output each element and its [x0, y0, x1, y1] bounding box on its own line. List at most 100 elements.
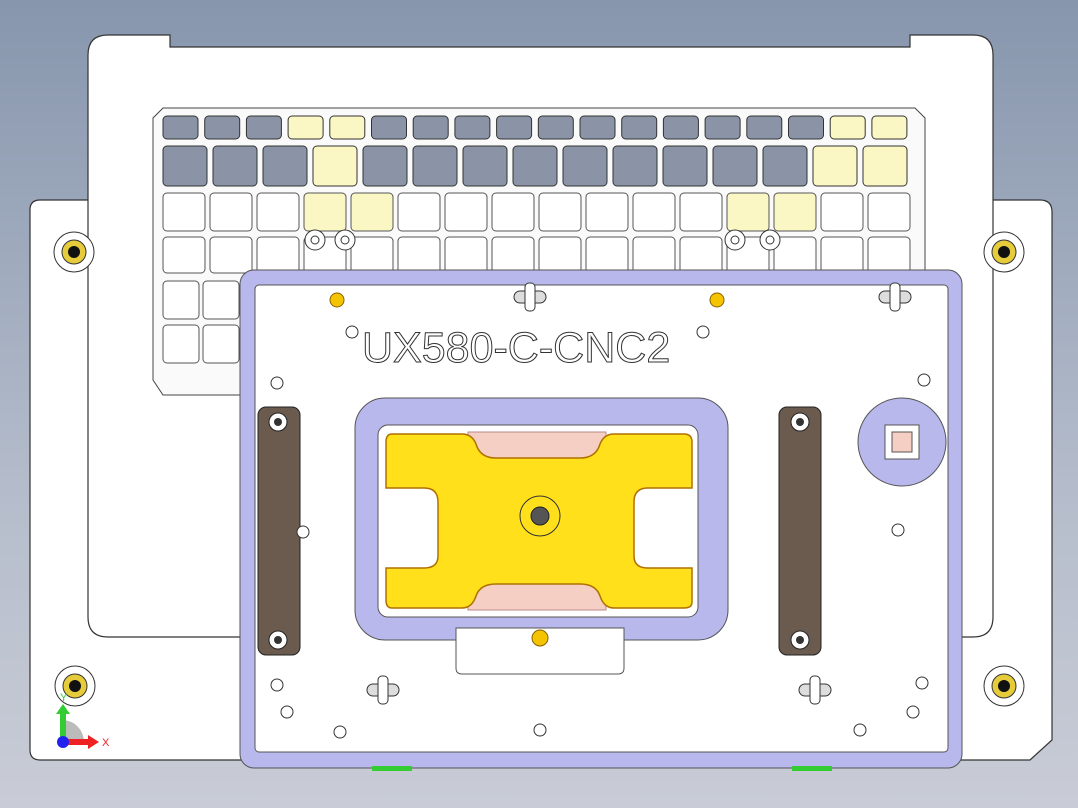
key — [788, 115, 824, 140]
key — [812, 145, 858, 187]
key — [212, 145, 258, 187]
handle-screw-socket — [796, 418, 804, 426]
screw-socket — [998, 680, 1010, 692]
key — [621, 115, 658, 140]
hole — [891, 523, 905, 537]
key — [454, 115, 491, 140]
key — [773, 236, 817, 274]
key — [562, 145, 608, 187]
hole — [917, 373, 931, 387]
key — [350, 236, 394, 274]
key — [662, 145, 708, 187]
key — [512, 145, 558, 187]
key — [867, 236, 911, 274]
key — [202, 280, 240, 320]
key — [245, 115, 282, 140]
key — [287, 115, 324, 140]
handle-right[interactable] — [778, 406, 822, 656]
key — [491, 236, 535, 274]
toggle-clamp-body — [377, 675, 389, 705]
handle-screw-socket — [274, 636, 282, 644]
toggle-clamp-body — [889, 282, 901, 312]
finger-slot — [455, 627, 625, 675]
screw-socket — [730, 235, 740, 245]
dowel-pin — [329, 292, 345, 308]
hole — [853, 723, 867, 737]
key — [820, 192, 864, 232]
key — [612, 145, 658, 187]
handle-left[interactable] — [257, 406, 301, 656]
hole — [270, 678, 284, 692]
key — [773, 192, 817, 232]
hole — [906, 705, 920, 719]
hole — [333, 725, 347, 739]
key — [538, 236, 582, 274]
key — [350, 192, 394, 232]
key — [579, 115, 616, 140]
toggle-clamp-body — [809, 675, 821, 705]
nest-center-hole — [530, 506, 550, 526]
key — [462, 145, 508, 187]
key — [204, 115, 241, 140]
key — [496, 115, 533, 140]
key — [202, 324, 240, 364]
screw-socket — [68, 246, 80, 258]
key — [820, 236, 864, 274]
key — [632, 192, 676, 232]
relief-top — [467, 431, 607, 461]
key — [862, 145, 908, 187]
key — [829, 115, 866, 140]
dowel-pin — [709, 292, 725, 308]
hole — [696, 325, 710, 339]
handle-screw-socket — [274, 418, 282, 426]
key — [256, 236, 300, 274]
key — [704, 115, 741, 140]
key — [162, 115, 199, 140]
hole — [280, 705, 294, 719]
key — [585, 192, 629, 232]
screw-socket — [69, 680, 81, 692]
key — [867, 192, 911, 232]
hole — [270, 376, 284, 390]
key — [362, 145, 408, 187]
key — [371, 115, 407, 140]
handle-screw-socket — [796, 636, 804, 644]
axis-x-label: X — [102, 737, 110, 749]
holes — [268, 282, 931, 739]
key — [312, 145, 358, 187]
key — [746, 115, 783, 140]
key — [412, 145, 458, 187]
key — [256, 192, 300, 232]
green-tab — [792, 766, 832, 771]
key — [585, 236, 629, 274]
key — [762, 145, 808, 187]
locator-pin — [531, 629, 549, 647]
keyboard-keys — [162, 115, 911, 364]
key — [632, 236, 676, 274]
key — [537, 115, 574, 140]
axis-y-label: Y — [60, 692, 68, 704]
key — [871, 115, 908, 140]
key — [679, 192, 723, 232]
key — [662, 115, 699, 140]
hole — [296, 525, 310, 539]
hole — [915, 676, 929, 690]
key — [162, 236, 206, 274]
key — [303, 192, 347, 232]
key — [444, 236, 488, 274]
key — [397, 192, 441, 232]
square-locator-insert — [891, 431, 913, 453]
screws — [53, 229, 1025, 707]
coordinate-triad: X Y — [56, 692, 110, 749]
hole — [345, 325, 359, 339]
green-tab — [372, 766, 412, 771]
key — [162, 280, 200, 320]
key — [162, 192, 206, 232]
screw-socket — [310, 235, 320, 245]
key — [262, 145, 308, 187]
key — [491, 192, 535, 232]
toggle-clamp-body — [524, 282, 536, 312]
engraved-label: UX580-C-CNC2 — [362, 324, 670, 372]
hole — [533, 723, 547, 737]
